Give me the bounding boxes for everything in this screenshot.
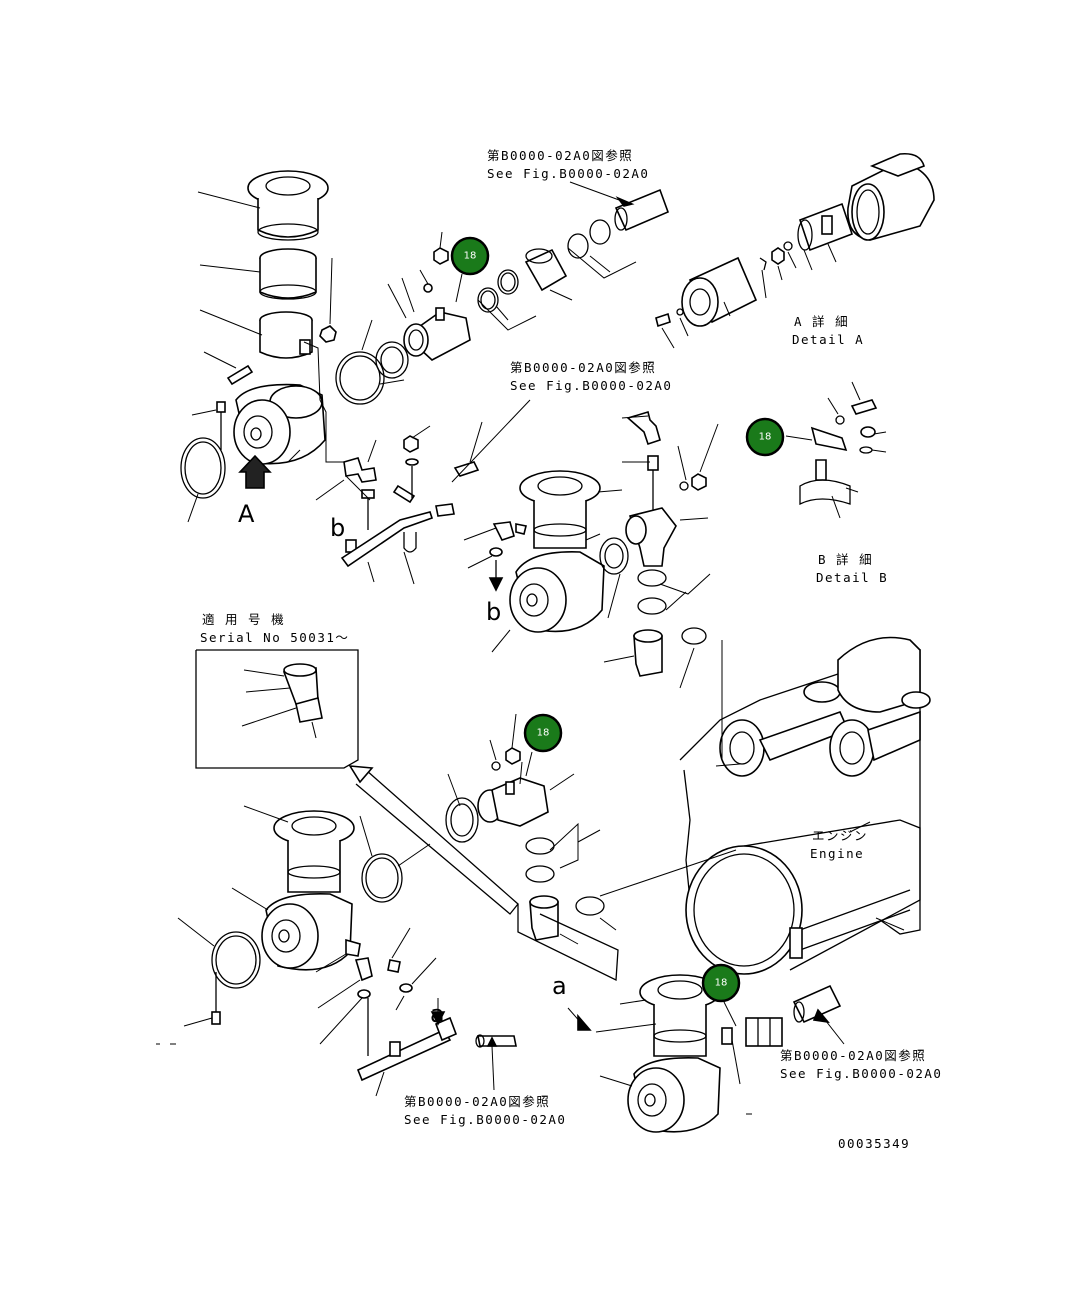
air-cleaner-center (451, 399, 719, 689)
view-letter-A: A (238, 500, 255, 528)
badge-4[interactable]: 18 (701, 963, 741, 1027)
serial-jp: 適 用 号 機 (202, 612, 285, 627)
view-letter-a-2: a (552, 972, 567, 1000)
serial-inset (195, 649, 519, 915)
ref-mid-jp: 第B0000-02A0図参照 (510, 360, 656, 375)
serial-en: Serial No 50031～ (200, 630, 349, 645)
figure-number: 00035349 (838, 1136, 910, 1151)
ref-bottom-right-en: See Fig.B0000-02A0 (780, 1066, 942, 1081)
badge-3-label: 18 (537, 728, 550, 739)
detail-a-jp: A 詳 細 (794, 314, 849, 329)
air-cleaner-bottom-right (567, 974, 845, 1133)
ref-bottom-jp: 第B0000-02A0図参照 (404, 1094, 550, 1109)
ref-top-jp: 第B0000-02A0図参照 (487, 148, 633, 163)
engine-drawing (599, 636, 931, 975)
badge-1-label: 18 (464, 251, 477, 262)
badge-3[interactable]: 18 (523, 713, 563, 777)
lower-center-duct (445, 713, 619, 982)
engine-en: Engine (810, 846, 864, 861)
badge-1[interactable]: 18 (450, 236, 490, 303)
ref-top-en: See Fig.B0000-02A0 (487, 166, 649, 181)
detail-b-jp: B 詳 細 (818, 552, 873, 567)
badge-2-label: 18 (759, 432, 772, 443)
ref-bottom-en: See Fig.B0000-02A0 (404, 1112, 566, 1127)
view-letter-a-1: a (430, 1000, 445, 1028)
detail-b-en: Detail B (816, 570, 888, 585)
detail-b-pipe-parts (315, 421, 483, 585)
ref-bottom-right-jp: 第B0000-02A0図参照 (780, 1048, 926, 1063)
engine-jp: エンジン (812, 828, 868, 843)
detail-a-filter-parts (655, 152, 935, 349)
air-cleaner-top-left (180, 170, 348, 523)
view-letter-b-2: b (486, 598, 501, 626)
air-cleaner-bottom-left (156, 805, 517, 1097)
view-letter-b-1: b (330, 514, 345, 542)
detail-b-bracket (785, 381, 887, 519)
badge-2[interactable]: 18 (745, 417, 785, 457)
labels: 第B0000-02A0図参照 See Fig.B0000-02A0 第B0000… (200, 148, 942, 1151)
ref-mid-en: See Fig.B0000-02A0 (510, 378, 672, 393)
detail-a-en: Detail A (792, 332, 864, 347)
badge-4-label: 18 (715, 978, 728, 989)
top-center-pipe-parts (335, 181, 670, 405)
